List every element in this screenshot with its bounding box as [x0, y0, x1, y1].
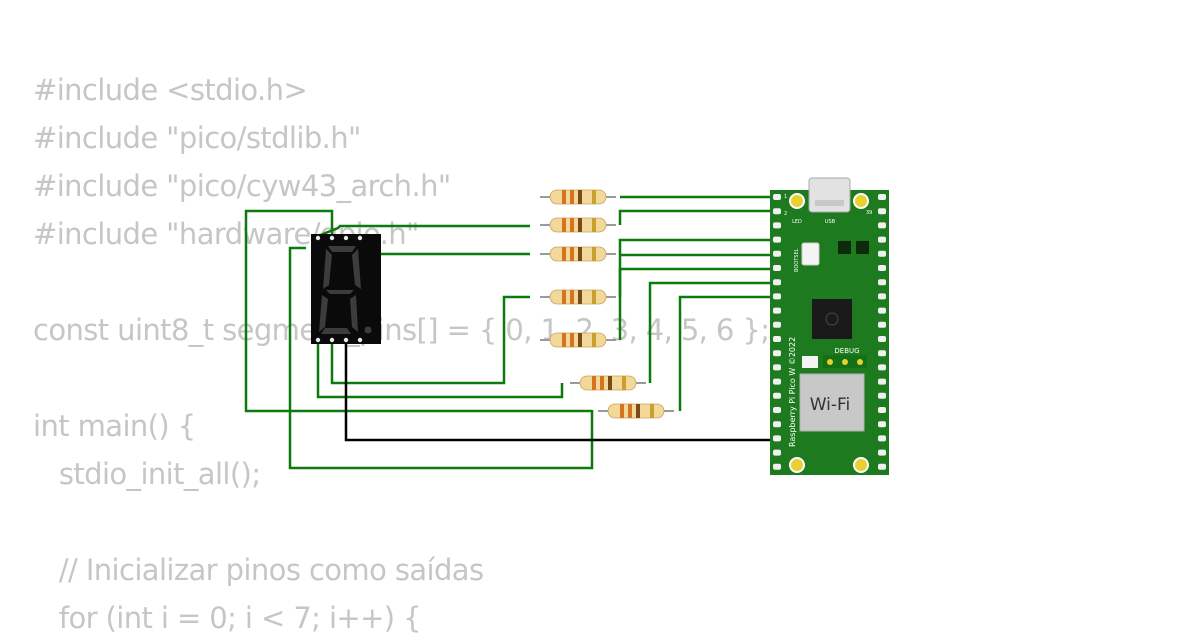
header-pin: [773, 208, 781, 215]
wifi-module: [799, 373, 865, 432]
debug-label: DEBUG: [834, 347, 859, 355]
header-pin: [878, 321, 886, 328]
header-pin: [878, 293, 886, 300]
led-label: LED: [792, 219, 802, 225]
wire-r2: [618, 209, 778, 225]
header-pin: [878, 364, 886, 371]
wire-r3: [618, 238, 778, 254]
header-pin: [773, 350, 781, 357]
seven-segment-display: [311, 234, 381, 344]
resistor: [597, 403, 675, 419]
header-pin: [773, 392, 781, 399]
header-pin: [878, 336, 886, 342]
wires: [244, 195, 778, 470]
usb-label: USB: [825, 219, 836, 225]
header-pin: [878, 435, 886, 442]
wire-d: [288, 246, 594, 470]
header-pin: [773, 194, 781, 200]
wire-f: [330, 295, 530, 385]
resistor: [539, 189, 617, 205]
header-pin: [773, 364, 781, 371]
ground-wire: [344, 340, 778, 442]
header-pin: [878, 208, 886, 215]
header-pin: [773, 449, 781, 456]
usb-connector: [808, 177, 851, 213]
header-pin: [878, 279, 886, 286]
header-pin: [773, 421, 781, 428]
code-line: int main() {: [33, 409, 196, 443]
header-pin: [773, 407, 781, 413]
pin1-label: 1: [784, 194, 787, 200]
bootsel-button: [801, 242, 820, 266]
pin39-label: 39: [866, 210, 872, 216]
header-pin: [773, 293, 781, 300]
header-pin: [878, 463, 886, 470]
header-pin: [773, 265, 781, 271]
bootsel-label: BOOTSEL: [794, 248, 800, 272]
rp2040-chip: [812, 299, 852, 339]
header-pin: [878, 194, 886, 200]
board-silkscreen: Raspberry Pi Pico W ©2022: [788, 337, 797, 447]
header-pin: [878, 392, 886, 399]
code-line: #include <stdio.h>: [33, 73, 308, 107]
wire-r6: [648, 281, 778, 383]
code-line: #include "pico/cyw43_arch.h": [33, 169, 451, 203]
wire-r4: [618, 253, 778, 297]
pin2-label: 2: [784, 211, 787, 217]
pico-w-board: Wi-Fi DEBUG USB LED 1 2 39 BOOTSEL Raspb…: [770, 177, 889, 475]
code-line: for (int i = 0; i < 7; i++) {: [33, 601, 422, 635]
resistor: [569, 375, 647, 391]
resistor: [539, 217, 617, 233]
header-pin: [773, 250, 781, 257]
wire-r7: [678, 295, 778, 411]
header-pin: [878, 449, 886, 456]
wire-a: [244, 209, 594, 413]
header-pin: [773, 336, 781, 342]
header-pin: [878, 250, 886, 257]
header-pin: [773, 321, 781, 328]
header-pin: [773, 463, 781, 470]
header-pin: [878, 407, 886, 413]
header-pin: [878, 265, 886, 271]
resistor: [539, 332, 617, 348]
code-line: #include "pico/stdlib.h": [33, 121, 361, 155]
header-pin: [773, 279, 781, 286]
wifi-label: Wi-Fi: [810, 395, 851, 415]
wire-e: [316, 340, 564, 399]
header-pin: [773, 378, 781, 385]
wire-r5: [618, 267, 778, 340]
left-header-pins: [773, 194, 781, 470]
resistor: [539, 289, 617, 305]
header-pin: [773, 435, 781, 442]
header-pin: [878, 378, 886, 385]
header-pin: [878, 236, 886, 243]
code-line: stdio_init_all();: [33, 457, 261, 491]
resistor: [539, 246, 617, 262]
header-pin: [878, 222, 886, 229]
code-background: #include <stdio.h> #include "pico/stdlib.…: [33, 66, 770, 642]
code-line: const uint8_t segment_pins[] = { 0, 1, 2…: [33, 313, 770, 347]
header-pin: [773, 307, 781, 314]
header-pin: [878, 307, 886, 314]
code-line: // Inicializar pinos como saídas: [33, 553, 484, 587]
debug-header: [823, 355, 867, 368]
header-pin: [773, 222, 781, 229]
mounting-holes: [789, 193, 869, 473]
header-pin: [878, 350, 886, 357]
right-header-pins: [878, 194, 886, 470]
header-pin: [773, 236, 781, 243]
header-pin: [878, 421, 886, 428]
